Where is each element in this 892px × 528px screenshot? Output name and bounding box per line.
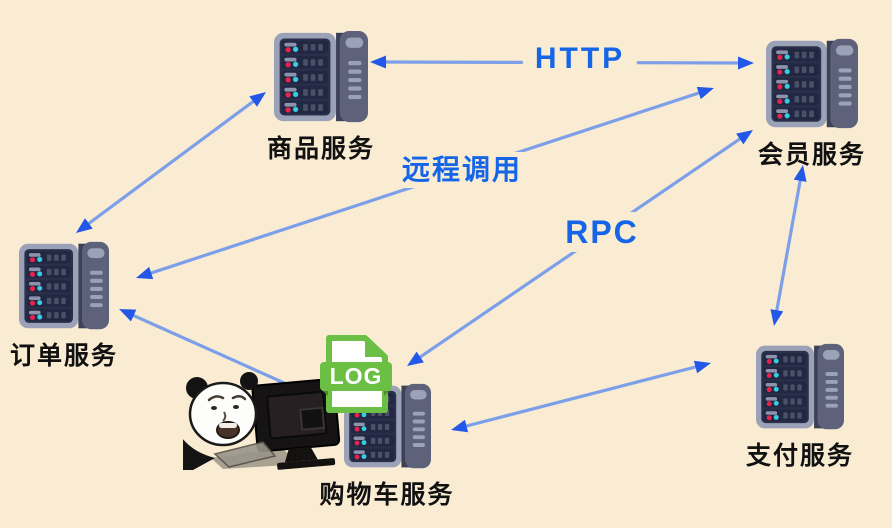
order-product-arrow — [76, 92, 266, 233]
member-payment-arrow — [770, 165, 807, 326]
node-member-service: 会员服务 — [749, 38, 875, 171]
server-icon — [19, 241, 109, 331]
log-file-icon: LOG — [320, 334, 392, 414]
server-icon — [756, 343, 844, 431]
panda-head — [177, 372, 277, 470]
node-label: 支付服务 — [745, 442, 854, 470]
server-icon — [274, 30, 368, 124]
edge-label-http: HTTP — [522, 40, 638, 78]
node-label: 订单服务 — [9, 342, 118, 370]
node-label: 商品服务 — [266, 135, 375, 163]
node-label: 购物车服务 — [319, 481, 455, 509]
node-payment-service: 支付服务 — [730, 343, 870, 472]
node-cart-service: 购物车服务 — [312, 383, 462, 511]
edge-label-remote-call: 远程调用 — [391, 152, 533, 188]
node-label: 会员服务 — [757, 141, 866, 169]
node-product-service: 商品服务 — [258, 30, 384, 165]
cart-payment-arrow — [451, 360, 711, 433]
server-icon — [766, 38, 858, 130]
node-order-service: 订单服务 — [1, 241, 127, 372]
log-badge-label: LOG — [330, 363, 383, 389]
edge-label-rpc: RPC — [551, 212, 653, 252]
panda-meme-image — [177, 372, 348, 472]
